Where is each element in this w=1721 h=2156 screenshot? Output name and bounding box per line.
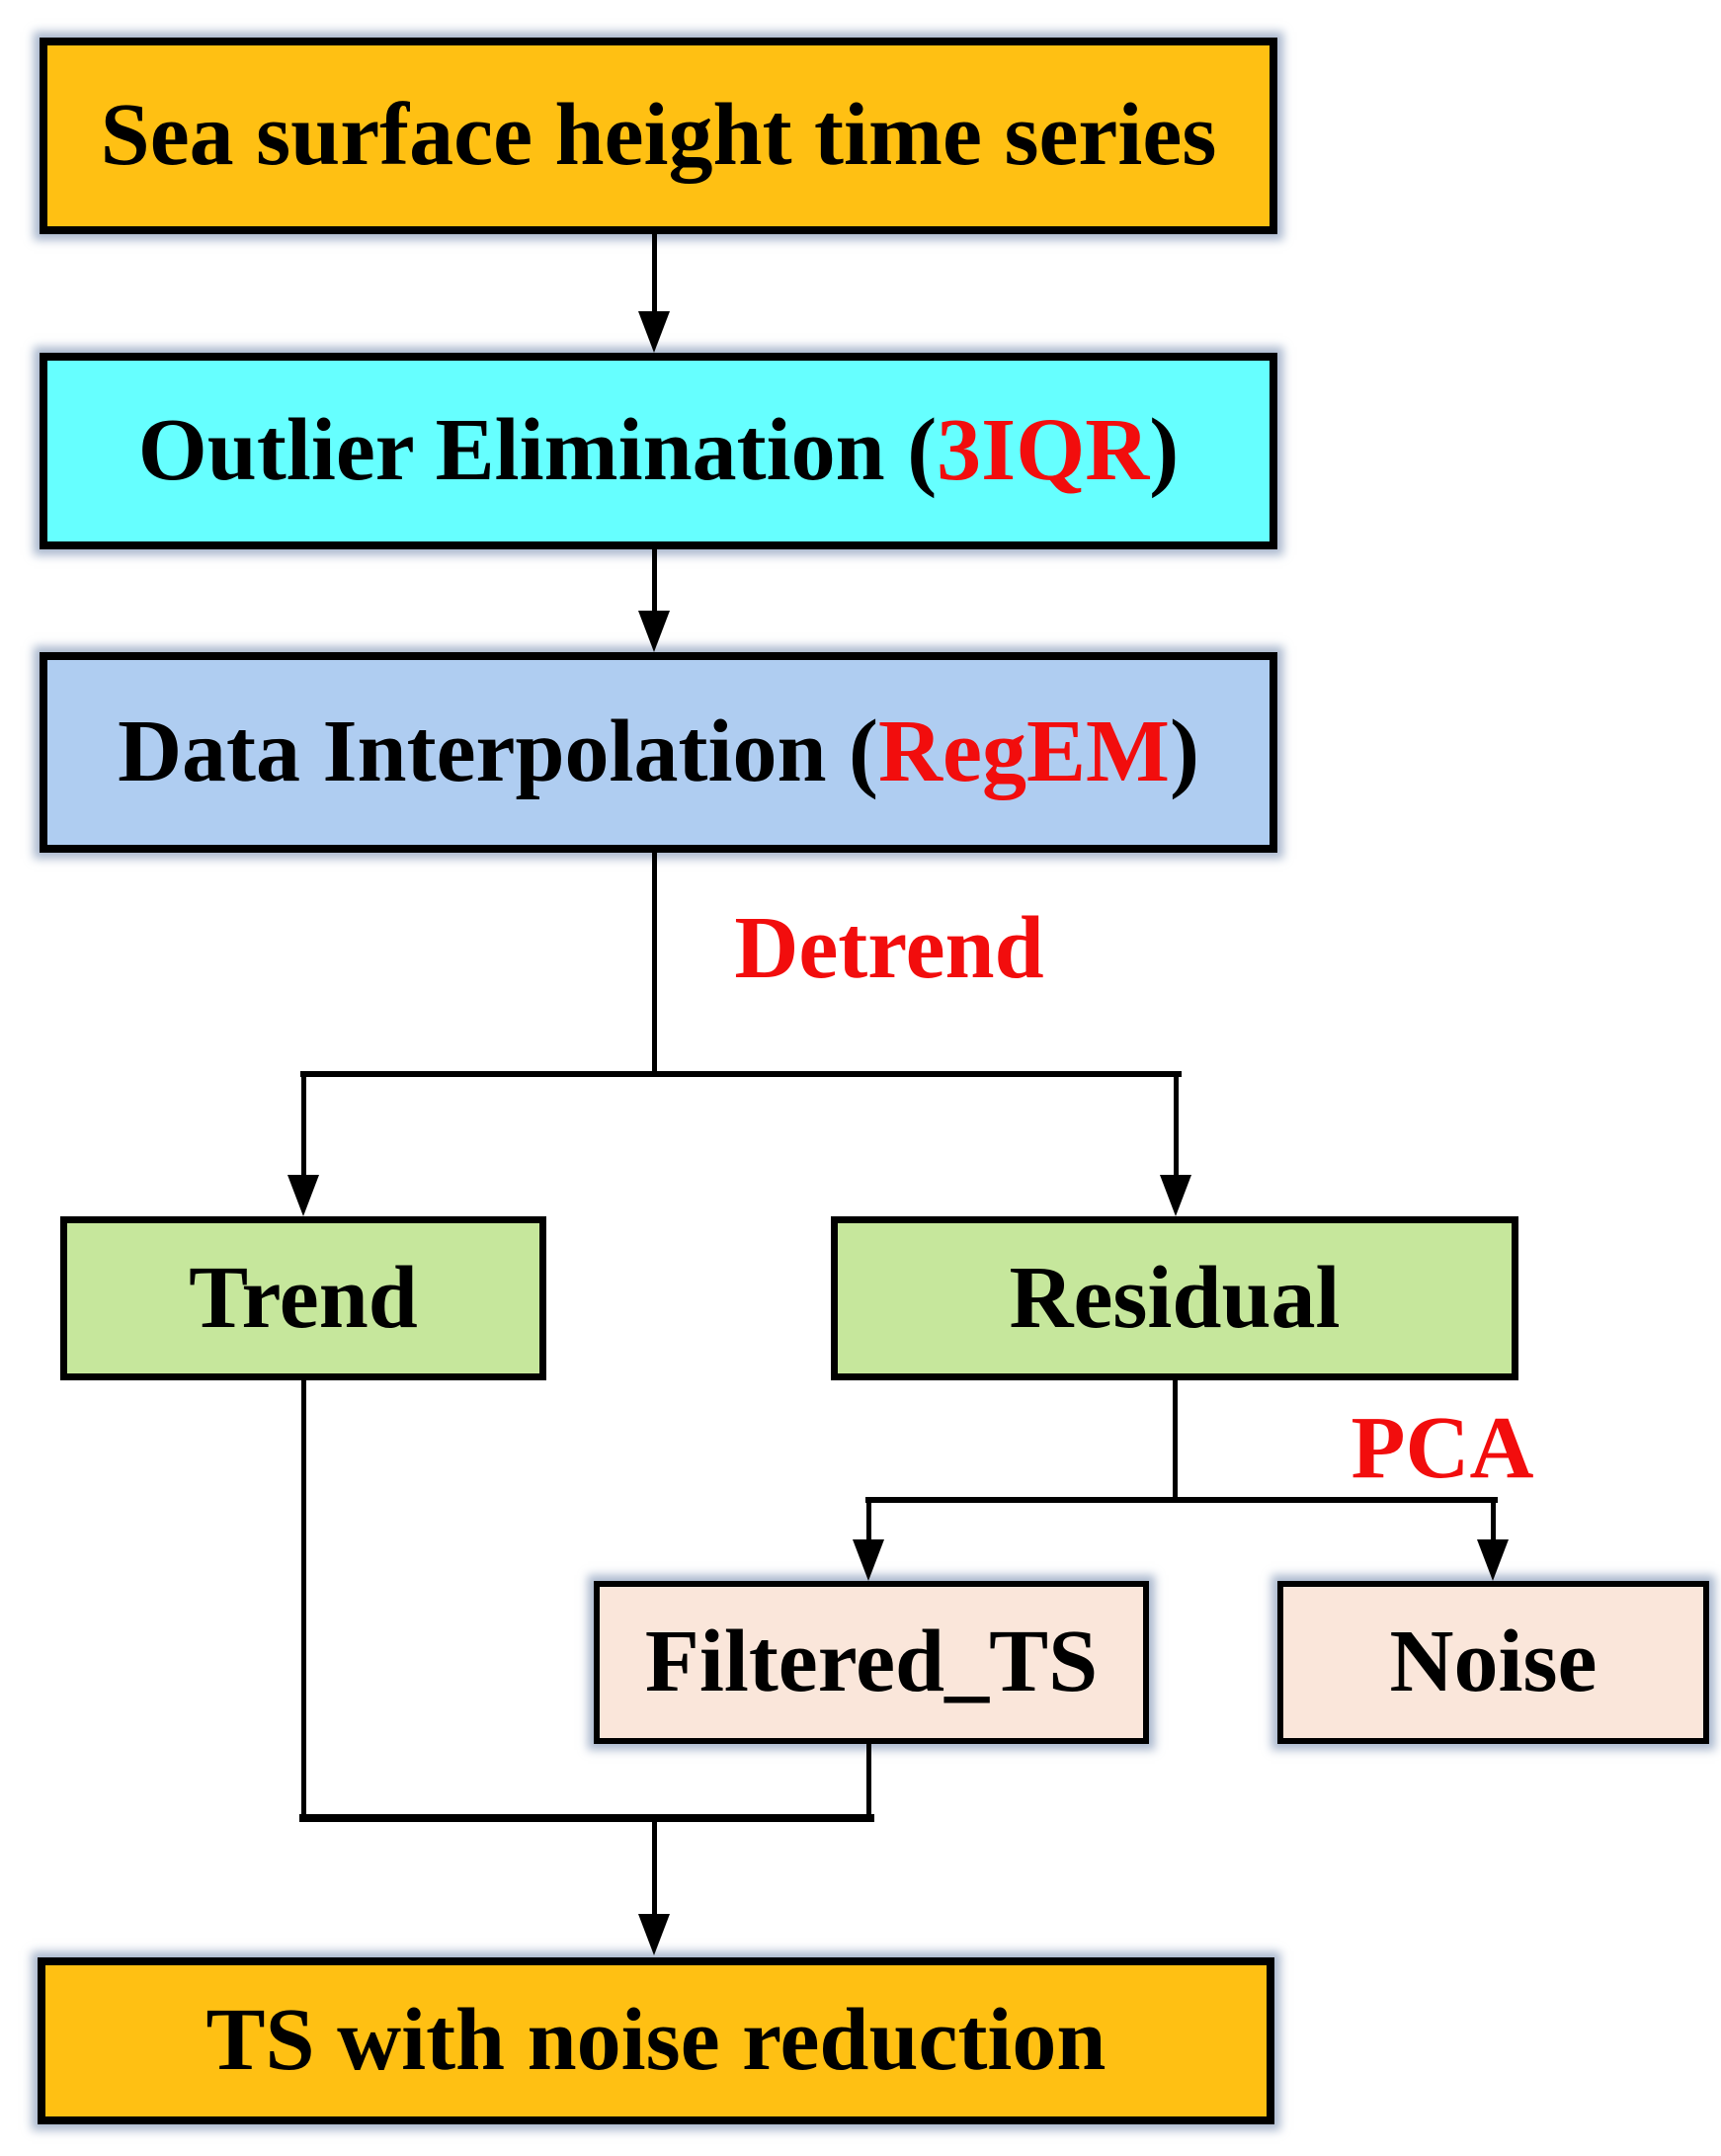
edge-pca-branch-line <box>865 1497 1498 1503</box>
edge-trend-merge-line <box>301 1380 306 1822</box>
edge-label-pca: PCA <box>1351 1399 1534 1497</box>
edge-to-output-line <box>652 1822 657 1918</box>
node-trend: Trend <box>60 1216 546 1380</box>
edge-sea-to-outlier-arrowhead-icon <box>638 311 670 353</box>
edge-sea-to-outlier-line <box>652 234 657 315</box>
edge-to-noise-arrowhead-icon <box>1477 1539 1509 1581</box>
node-output-label: TS with noise reduction <box>205 1991 1106 2090</box>
edge-merge-line <box>299 1814 874 1822</box>
edge-residual-pca-stem <box>1173 1380 1178 1499</box>
node-filtered-ts: Filtered_TS <box>594 1581 1149 1744</box>
edge-to-filtered-ts-line <box>866 1503 871 1544</box>
node-residual: Residual <box>831 1216 1518 1380</box>
node-ts-noise-reduction: TS with noise reduction <box>38 1957 1274 2124</box>
edge-outlier-to-interpolation-line <box>652 549 657 615</box>
edge-to-filtered-ts-arrowhead-icon <box>853 1539 884 1581</box>
node-interpolation-label: Data Interpolation (RegEM) <box>118 703 1199 801</box>
interpolation-method-highlight: RegEM <box>878 703 1170 801</box>
node-filtered-ts-label: Filtered_TS <box>644 1613 1099 1711</box>
edge-detrend-branch-line <box>300 1071 1182 1077</box>
node-data-interpolation: Data Interpolation (RegEM) <box>40 652 1277 853</box>
outlier-method-highlight: 3IQR <box>937 401 1150 500</box>
node-noise-label: Noise <box>1389 1613 1598 1711</box>
edge-label-detrend: Detrend <box>734 899 1044 997</box>
node-outlier-elimination: Outlier Elimination (3IQR) <box>40 353 1277 549</box>
node-residual-label: Residual <box>1009 1248 1341 1347</box>
edge-outlier-to-interpolation-arrowhead-icon <box>638 611 670 652</box>
node-trend-label: Trend <box>189 1248 418 1347</box>
node-sea-surface-label: Sea surface height time series <box>100 86 1217 185</box>
edge-to-trend-arrowhead-icon <box>287 1175 319 1216</box>
node-sea-surface-time-series: Sea surface height time series <box>40 38 1277 234</box>
edge-to-residual-arrowhead-icon <box>1160 1175 1191 1216</box>
node-outlier-label: Outlier Elimination (3IQR) <box>137 401 1180 500</box>
edge-to-output-arrowhead-icon <box>638 1914 670 1955</box>
edge-to-noise-line <box>1491 1503 1496 1544</box>
edge-to-residual-line <box>1174 1077 1179 1178</box>
node-noise: Noise <box>1277 1581 1709 1744</box>
edge-filtered-ts-merge-line <box>866 1744 871 1822</box>
edge-interpolation-detrend-stem <box>652 853 657 1077</box>
edge-to-trend-line <box>301 1077 306 1178</box>
